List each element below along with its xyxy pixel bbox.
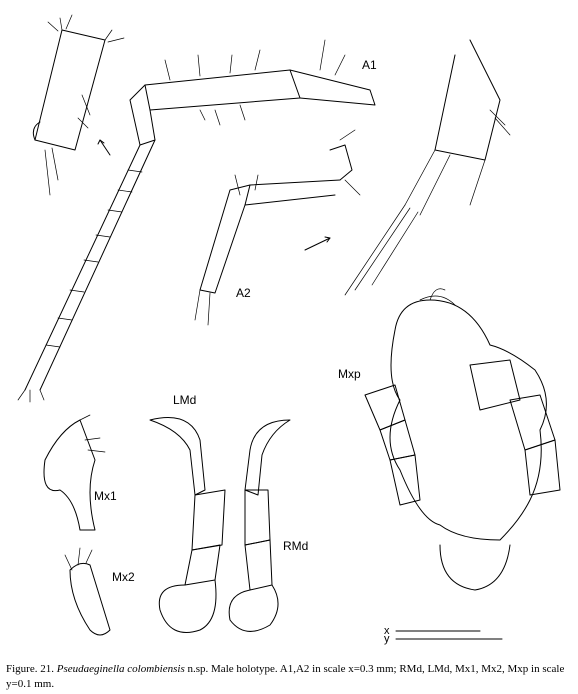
label-scale-x: x [384,625,390,637]
drawing-canvas [17,14,561,640]
figure-plate: A1 A2 Mxp LMd Mx1 RMd Mx2 x y [17,14,561,645]
arrow-a2 [304,236,331,251]
caption-prefix: Figure. 21. [6,663,54,675]
label-mxp: Mxp [338,367,361,381]
label-scale-y: y [384,633,390,645]
a1-tip-detail [344,39,511,296]
mxp-appendage [364,288,561,591]
label-mx2: Mx2 [112,570,135,584]
a1-peduncle-detail [32,14,125,196]
scale-bars [395,630,503,640]
label-a1: A1 [362,58,377,72]
lmd-mandible [149,417,226,633]
figure-caption: Figure. 21. Pseudaeginella colombiensis … [6,662,572,692]
caption-species: Pseudaeginella colombiensis [56,663,185,675]
label-a2: A2 [236,286,251,300]
a1-antenna [17,39,376,403]
mx1-appendage [43,414,106,531]
arrow-a1 [97,139,111,156]
a2-antenna [194,129,361,326]
label-lmd: LMd [173,393,197,407]
label-mx1: Mx1 [94,489,117,503]
rmd-mandible [228,419,291,632]
caption-suffix: n.sp. Male holotype. A1,A2 in scale x=0.… [6,663,565,690]
mx2-appendage [64,547,111,636]
label-rmd: RMd [283,539,309,553]
